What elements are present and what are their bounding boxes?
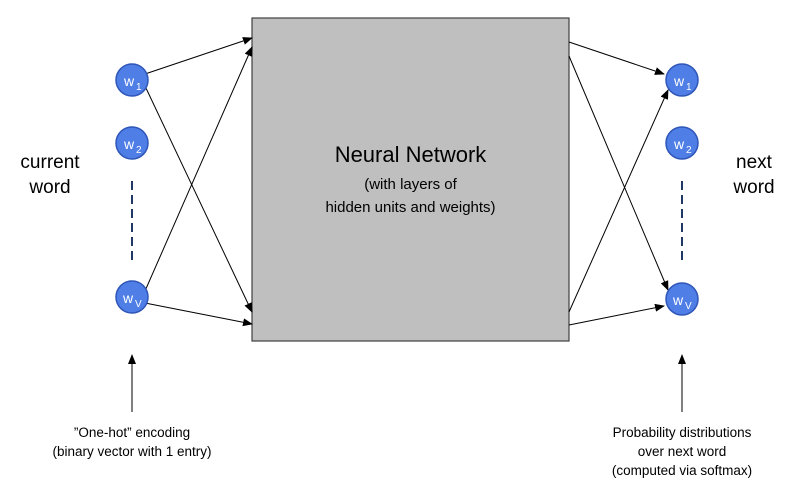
arrow-top-to-out-w1	[568, 41, 665, 75]
input-node-w1: w 1	[115, 63, 149, 97]
svg-text:2: 2	[686, 145, 692, 156]
input-side-label: current word	[10, 150, 90, 200]
arrow-bottom-to-out-w1	[568, 89, 669, 313]
svg-text:w: w	[672, 292, 684, 308]
arrow-top-to-out-wv	[568, 55, 669, 291]
input-note-line2: (binary vector with 1 entry)	[52, 444, 212, 459]
svg-text:V: V	[685, 301, 692, 312]
output-node-w2: w 2	[665, 126, 699, 160]
network-subtitle-line2: hidden units and weights)	[325, 199, 496, 216]
arrow-wv-to-bottom	[144, 302, 253, 327]
input-node-w2: w 2	[115, 126, 149, 160]
svg-text:w: w	[123, 136, 135, 152]
input-side-label-line2: word	[29, 177, 71, 198]
arrow-wv-to-top	[144, 46, 253, 292]
svg-text:2: 2	[136, 145, 142, 156]
output-side-label: next word	[714, 150, 794, 200]
svg-text:w: w	[673, 136, 685, 152]
output-node-wv: w V	[665, 282, 699, 316]
output-note-line3: (computed via softmax)	[611, 463, 753, 478]
arrow-bottom-to-out-wv	[568, 303, 665, 326]
output-note-line1: Probability distributions	[612, 425, 752, 440]
svg-text:V: V	[135, 299, 142, 310]
neural-network-box	[251, 17, 570, 342]
svg-text:1: 1	[136, 82, 142, 93]
svg-text:1: 1	[686, 82, 692, 93]
input-node-wv: w V	[115, 280, 149, 314]
network-subtitle-line1: (with layers of	[364, 176, 457, 193]
output-side-label-line1: next	[736, 152, 772, 173]
input-side-label-line1: current	[20, 152, 80, 173]
arrow-w1-to-top	[144, 37, 253, 75]
input-note-line1: ”One-hot” encoding	[73, 425, 191, 440]
output-node-w1: w 1	[665, 63, 699, 97]
network-subtitle: (with layers of hidden units and weights…	[252, 173, 569, 219]
svg-text:w: w	[122, 290, 134, 306]
arrow-w1-to-bottom	[144, 85, 253, 313]
network-title: Neural Network	[334, 142, 487, 167]
input-encoding-note: ”One-hot” encoding (binary vector with 1…	[22, 423, 242, 461]
output-note-line2: over next word	[637, 444, 727, 459]
output-probability-note: Probability distributions over next word…	[582, 423, 782, 480]
svg-text:w: w	[673, 73, 685, 89]
output-side-label-line2: word	[733, 177, 775, 198]
svg-text:w: w	[123, 73, 135, 89]
